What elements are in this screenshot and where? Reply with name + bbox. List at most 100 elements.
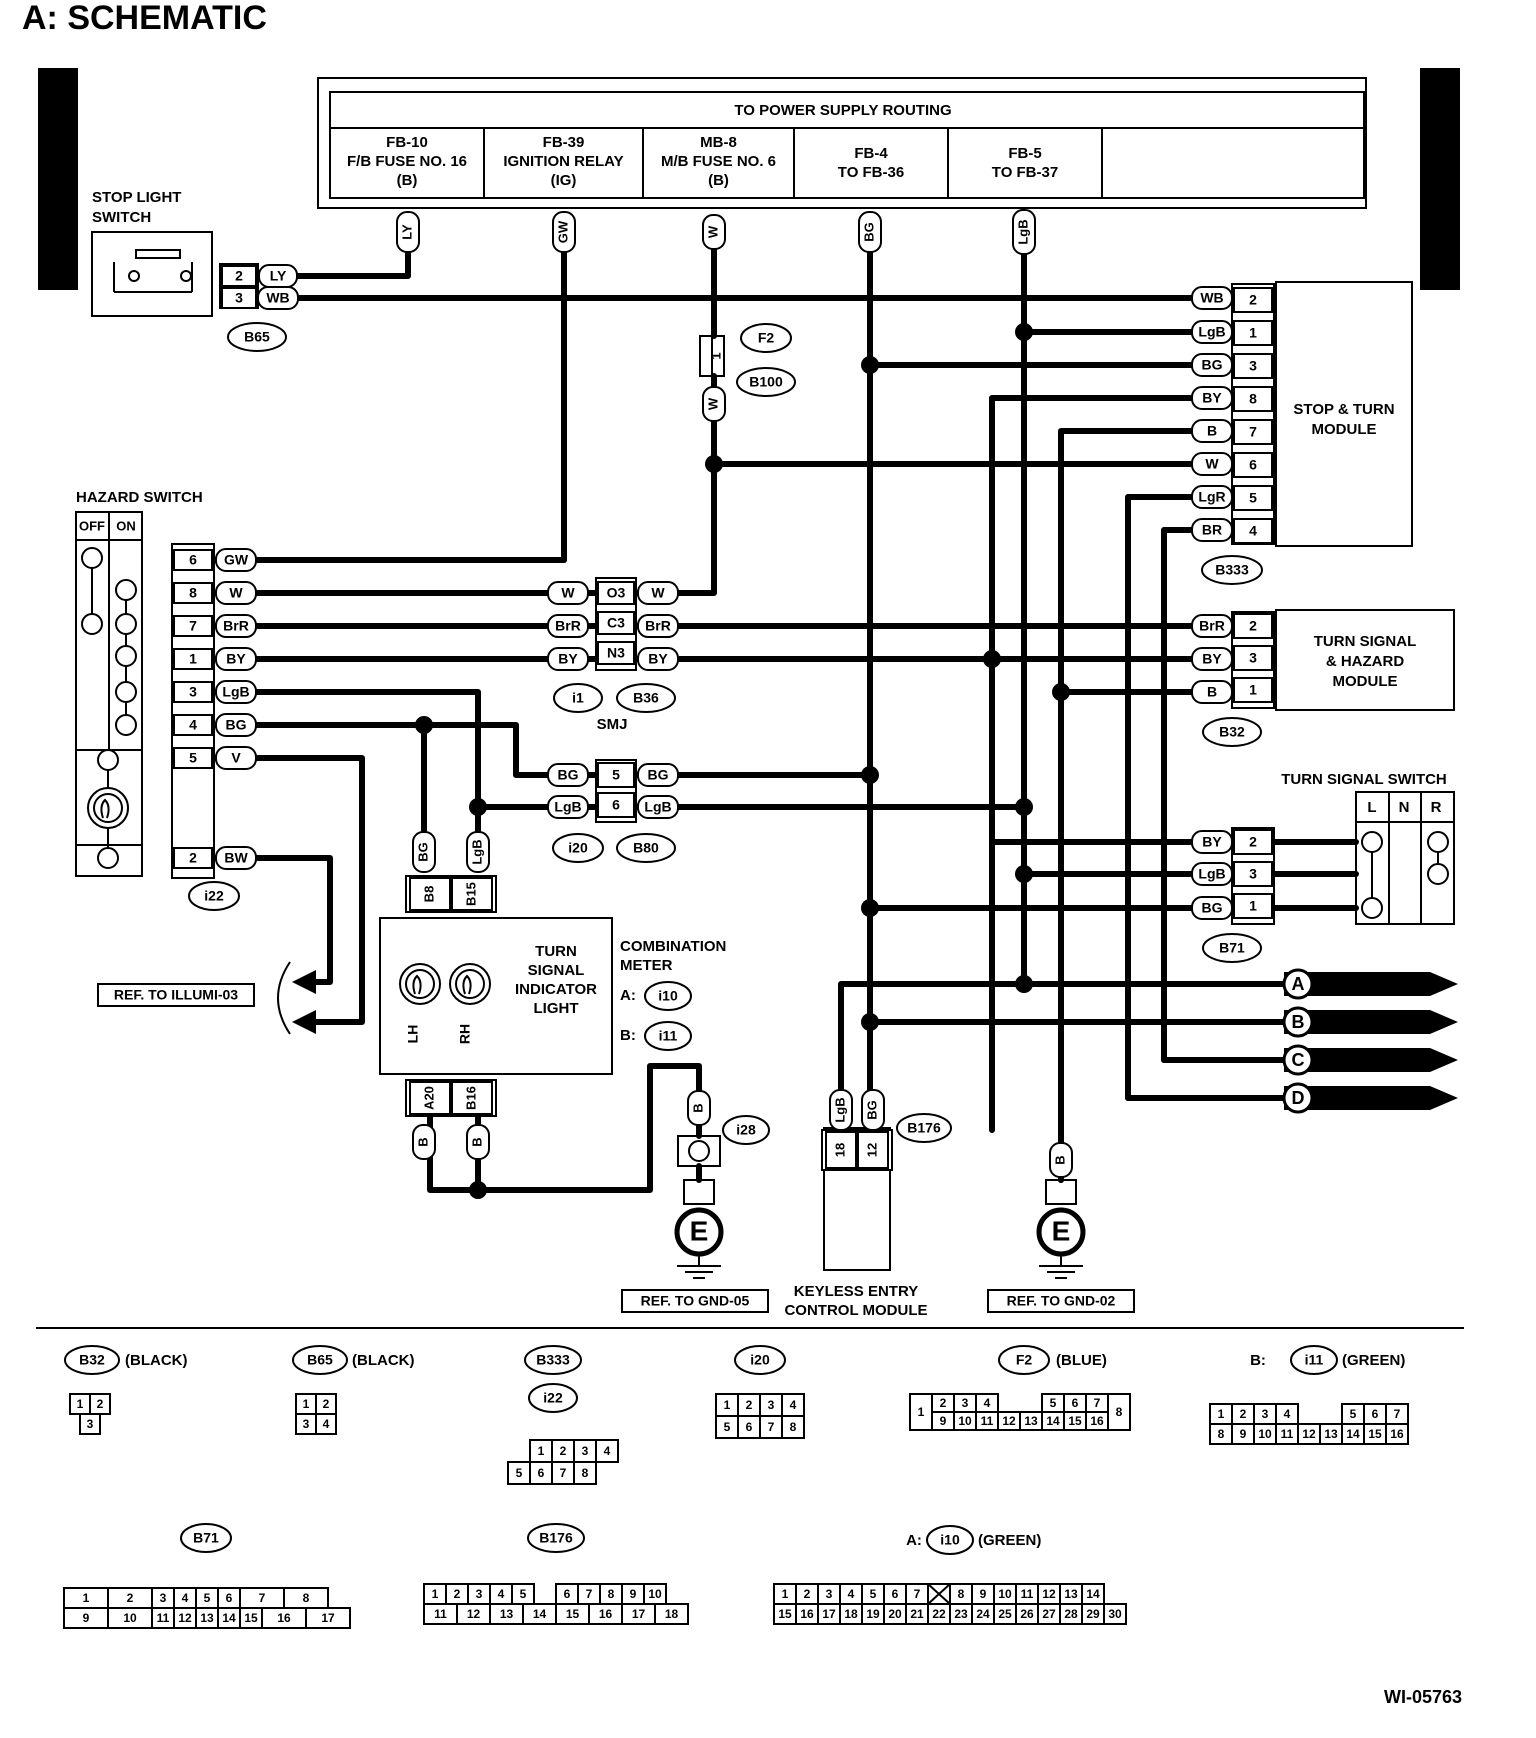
label-18: MODULE [1312, 421, 1377, 438]
label-190: 11 [1021, 1587, 1034, 1601]
label-143: 1 [83, 1591, 90, 1605]
label-24: 6 [1249, 457, 1257, 473]
label-90: 3 [303, 1417, 310, 1431]
arrow-letter-D: D [1292, 1088, 1305, 1108]
label-207: 28 [1064, 1607, 1078, 1621]
wire-LgB: LgB [832, 1097, 847, 1122]
label-168: 9 [630, 1587, 637, 1601]
connector-i10: i10 [658, 988, 678, 1004]
connector-i1: i1 [572, 690, 584, 706]
wire-BY: BY [1202, 834, 1222, 850]
wire-W: W [1205, 456, 1219, 472]
label-76: 18 [832, 1143, 847, 1157]
label-182: 3 [826, 1587, 833, 1601]
label-163: 4 [498, 1587, 505, 1601]
label-113: 6 [1072, 1396, 1079, 1410]
label-130: 4 [1284, 1407, 1291, 1421]
label-140: 14 [1346, 1427, 1360, 1441]
wire-BG: BG [226, 717, 247, 733]
label-8: (B) [708, 172, 729, 189]
arrow-ref-C: TURN-02 [1324, 1050, 1396, 1069]
connector-i10: i10 [940, 1532, 960, 1548]
label-121: 15 [1068, 1414, 1082, 1428]
label-148: 6 [226, 1591, 233, 1605]
wire-BG: BG [648, 767, 669, 783]
label-120: 14 [1046, 1414, 1060, 1428]
label-16: 3 [235, 290, 243, 306]
label-47: 5 [189, 750, 197, 766]
arrow-letter-A: A [1292, 974, 1305, 994]
label-32: 1 [1249, 682, 1257, 698]
label-14: SWITCH [92, 209, 151, 226]
label-54: 6 [612, 797, 620, 813]
label-152: 10 [123, 1611, 137, 1625]
label-30: 2 [1249, 618, 1257, 634]
label-48: 2 [189, 850, 197, 866]
label-132: 6 [1372, 1407, 1379, 1421]
label-77: 12 [864, 1143, 879, 1157]
connector-i11: i11 [1305, 1352, 1324, 1368]
label-5: (IG) [551, 172, 577, 189]
label-198: 19 [866, 1607, 880, 1621]
label-12: TO FB-37 [992, 164, 1058, 181]
label-3: FB-39 [543, 134, 585, 151]
label-52: SMJ [597, 716, 628, 733]
label-192: 13 [1064, 1587, 1078, 1601]
wire-BY: BY [648, 651, 668, 667]
label-170: 11 [434, 1607, 447, 1621]
arrow-ref-D: TURN-02 [1324, 1088, 1396, 1107]
label-145: 3 [160, 1591, 167, 1605]
label-128: 2 [1240, 1407, 1247, 1421]
wire-B: B [469, 1137, 484, 1146]
label-35: R [1431, 799, 1442, 816]
label-115: 9 [940, 1414, 947, 1428]
label-82: REF. TO GND-02 [1007, 1293, 1116, 1309]
label-119: 13 [1024, 1414, 1038, 1428]
wire-W: W [705, 225, 720, 238]
label-144: 2 [127, 1591, 134, 1605]
label-20: 1 [1249, 325, 1257, 341]
label-44: 1 [189, 651, 197, 667]
label-169: 10 [648, 1587, 662, 1601]
connector-B65: B65 [244, 329, 270, 345]
label-104: 5 [724, 1420, 731, 1434]
label-172: 13 [500, 1607, 514, 1621]
wire-BY: BY [226, 651, 246, 667]
wire-BG: BG [558, 767, 579, 783]
wire-BR: BR [1202, 522, 1222, 538]
label-58: B8 [421, 886, 436, 903]
label-55: 1 [708, 352, 723, 359]
arrow-letter-C: C [1292, 1050, 1305, 1070]
label-98: 7 [560, 1466, 567, 1480]
label-131: 5 [1350, 1407, 1357, 1421]
label-166: 7 [586, 1587, 593, 1601]
label-39: OFF [79, 518, 105, 533]
wire-LgB: LgB [1015, 219, 1030, 244]
label-187: 8 [958, 1587, 965, 1601]
label-11: FB-5 [1008, 145, 1041, 162]
wire-W: W [561, 585, 575, 601]
wire-LgR: LgR [1198, 489, 1225, 505]
label-153: 11 [157, 1611, 170, 1625]
label-142: 16 [1390, 1427, 1404, 1441]
wire-LgB: LgB [1198, 324, 1225, 340]
label-91: 4 [323, 1417, 330, 1431]
label-122: 16 [1090, 1414, 1104, 1428]
label-100: 1 [724, 1398, 731, 1412]
wire-BY: BY [1202, 390, 1222, 406]
label-34: N [1399, 799, 1410, 816]
label-101: 2 [746, 1398, 753, 1412]
label-41: 6 [189, 552, 197, 568]
label-176: 17 [632, 1607, 646, 1621]
label-186: 7 [914, 1587, 921, 1601]
wire-W: W [705, 397, 720, 410]
wire-GW: GW [555, 220, 570, 243]
wire-LY: LY [270, 268, 287, 284]
label-70: COMBINATION [620, 938, 726, 955]
label-173: 14 [533, 1607, 547, 1621]
wire-V: V [231, 750, 241, 766]
wire-W: W [651, 585, 665, 601]
ground-symbol: E [690, 1215, 709, 1246]
wire-LgB: LgB [554, 799, 581, 815]
